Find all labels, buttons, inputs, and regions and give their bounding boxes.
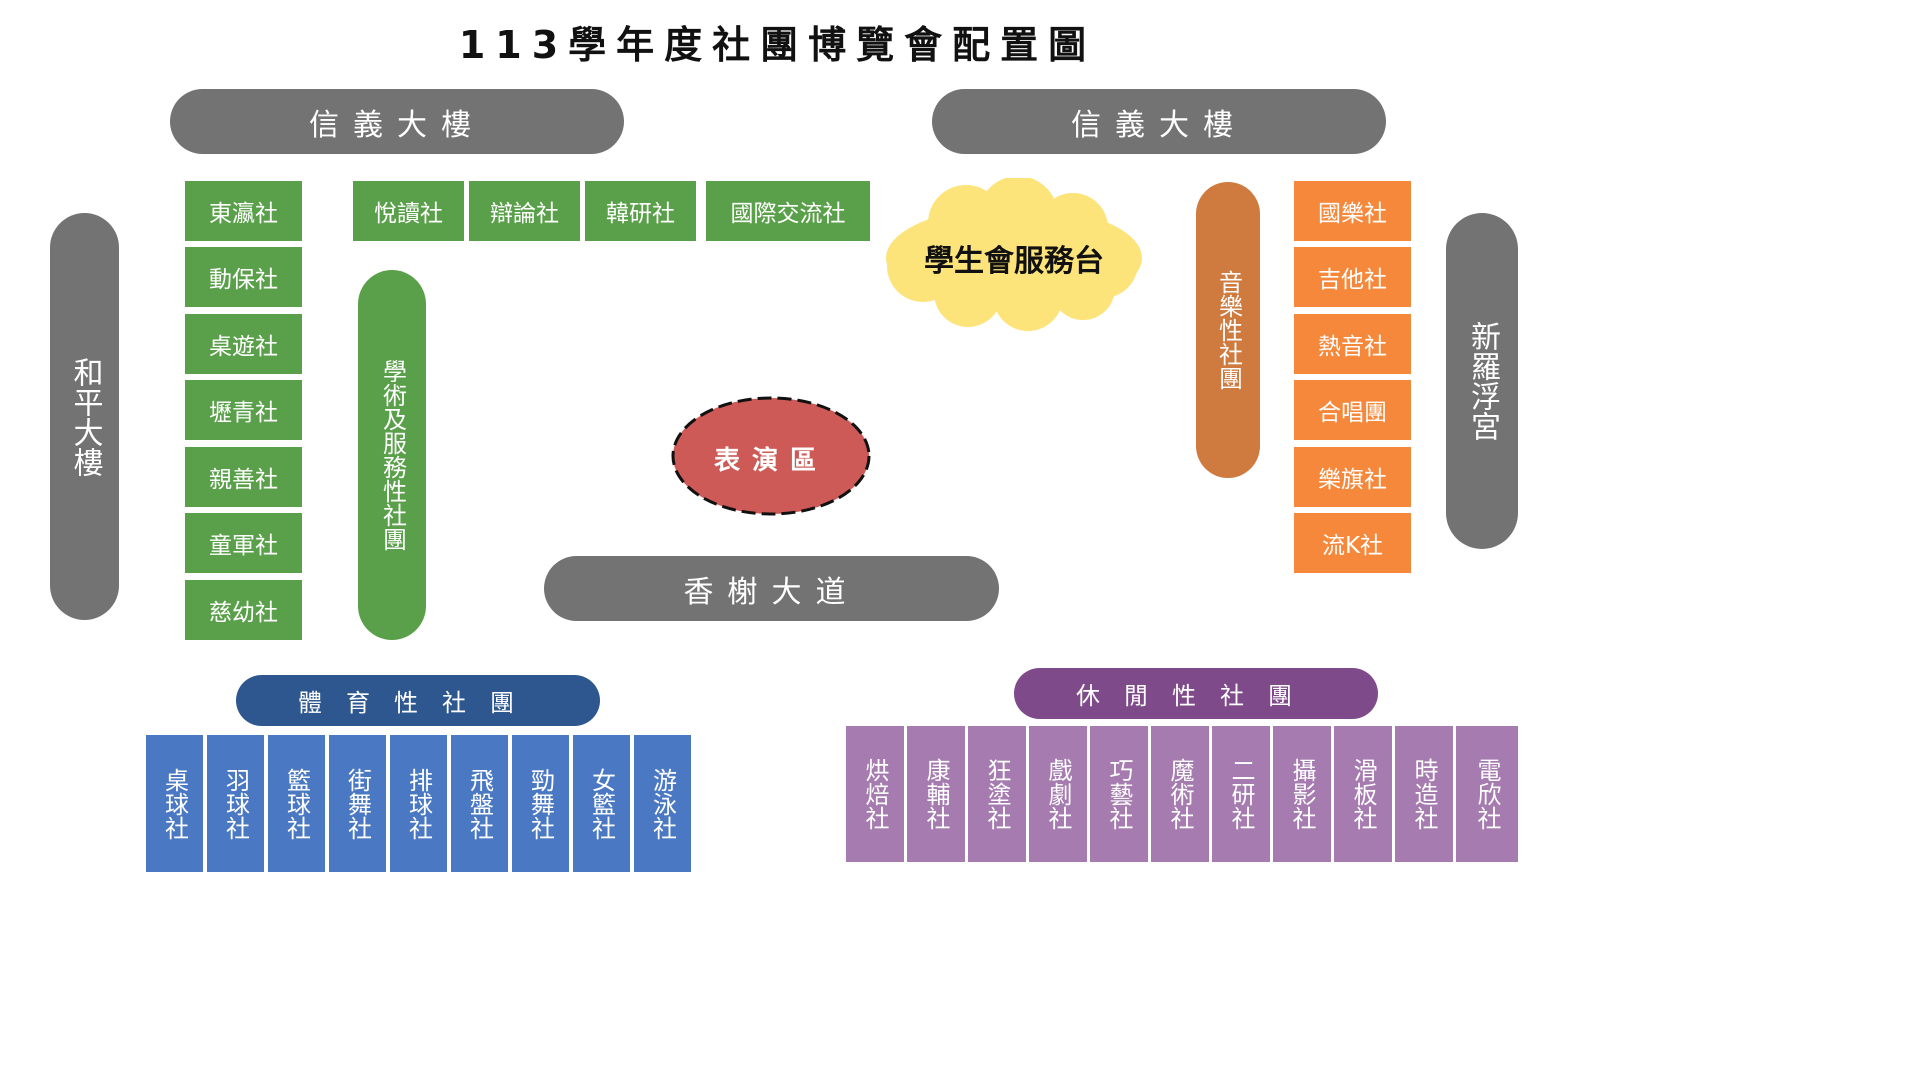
- club-booth-guoyue: 國樂社: [1294, 181, 1411, 241]
- service-desk-cloud: [886, 178, 1142, 331]
- club-booth-dianxin: 電欣社: [1456, 726, 1518, 862]
- club-booth-jinwu: 勁舞社: [512, 735, 569, 872]
- building-xinyi-right: 信義大樓: [932, 89, 1386, 154]
- club-booth-drama: 戲劇社: [1029, 726, 1087, 862]
- category-label-sports: 體育性社團: [236, 675, 600, 726]
- club-booth-ciyou: 慈幼社: [185, 580, 302, 640]
- club-booth-kuangtu: 狂塗社: [968, 726, 1026, 862]
- club-booth-yueqi: 樂旗社: [1294, 447, 1411, 507]
- club-booth-volleyball: 排球社: [390, 735, 447, 872]
- stage-label: 表演區: [713, 445, 828, 476]
- category-label-music: 音樂性社團: [1196, 182, 1260, 478]
- avenue-xiangxie: 香榭大道: [544, 556, 999, 621]
- club-booth-reyin: 熱音社: [1294, 314, 1411, 374]
- club-booth-choir: 合唱團: [1294, 380, 1411, 440]
- club-booth-baking: 烘焙社: [846, 726, 904, 862]
- club-booth-bianlun: 辯論社: [469, 181, 580, 241]
- club-booth-qiaoyi: 巧藝社: [1090, 726, 1148, 862]
- page-title: 113學年度社團博覽會配置圖: [458, 23, 1097, 67]
- club-booth-frisbee: 飛盤社: [451, 735, 508, 872]
- club-booth-kangfu: 康輔社: [907, 726, 965, 862]
- club-booth-dongbao: 動保社: [185, 247, 302, 307]
- club-booth-liuk: 流K社: [1294, 513, 1411, 573]
- building-heping: 和平大樓: [50, 213, 119, 620]
- club-booth-swimming: 游泳社: [634, 735, 691, 872]
- club-booth-eryan: 二研社: [1212, 726, 1270, 862]
- club-booth-tongjun: 童軍社: [185, 513, 302, 573]
- club-booth-qinshan: 親善社: [185, 447, 302, 507]
- club-booth-basketball: 籃球社: [268, 735, 325, 872]
- building-xinluofu: 新羅浮宮: [1446, 213, 1518, 549]
- club-booth-zhuoyou: 桌遊社: [185, 314, 302, 374]
- club-booth-womens-basketball: 女籃社: [573, 735, 630, 872]
- club-booth-shizao: 時造社: [1395, 726, 1453, 862]
- club-booth-liqing: 壢青社: [185, 380, 302, 440]
- category-label-academic: 學術及服務性社團: [358, 270, 426, 640]
- club-booth-badminton: 羽球社: [207, 735, 264, 872]
- club-booth-table-tennis: 桌球社: [146, 735, 203, 872]
- club-booth-street-dance: 街舞社: [329, 735, 386, 872]
- club-booth-hanyan: 韓研社: [585, 181, 696, 241]
- club-booth-dongying: 東瀛社: [185, 181, 302, 241]
- club-booth-photography: 攝影社: [1273, 726, 1331, 862]
- service-desk-label: 學生會服務台: [924, 244, 1104, 279]
- club-booth-yuedu: 悅讀社: [353, 181, 464, 241]
- club-booth-international: 國際交流社: [706, 181, 870, 241]
- stage-area: [671, 396, 871, 516]
- building-xinyi-left: 信義大樓: [170, 89, 624, 154]
- club-booth-skateboard: 滑板社: [1334, 726, 1392, 862]
- club-booth-guitar: 吉他社: [1294, 247, 1411, 307]
- category-label-leisure: 休閒性社團: [1014, 668, 1378, 719]
- club-booth-magic: 魔術社: [1151, 726, 1209, 862]
